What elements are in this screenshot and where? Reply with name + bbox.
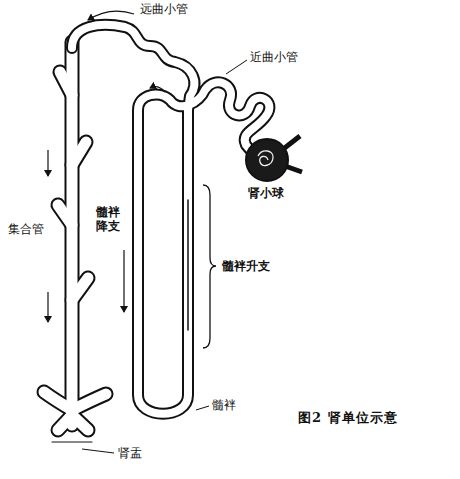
part-label: 髓袢升支 bbox=[222, 259, 270, 273]
part-label: 髓袢 bbox=[212, 398, 236, 412]
figure-caption: 图2 肾单位示意 bbox=[298, 410, 398, 426]
glomerulus bbox=[246, 136, 302, 181]
part-label: 肾小球 bbox=[248, 186, 284, 200]
brace bbox=[203, 185, 216, 348]
nephron-tubule bbox=[72, 25, 269, 414]
part-label: 髓袢 降支 bbox=[96, 205, 120, 234]
leader-line bbox=[82, 60, 247, 453]
part-label: 集合管 bbox=[8, 222, 44, 236]
part-label: 远曲小管 bbox=[140, 2, 188, 16]
part-label: 近曲小管 bbox=[250, 50, 298, 64]
part-label: 肾盂 bbox=[118, 446, 142, 460]
collecting-duct bbox=[44, 42, 106, 442]
flow-arrow bbox=[48, 11, 165, 322]
